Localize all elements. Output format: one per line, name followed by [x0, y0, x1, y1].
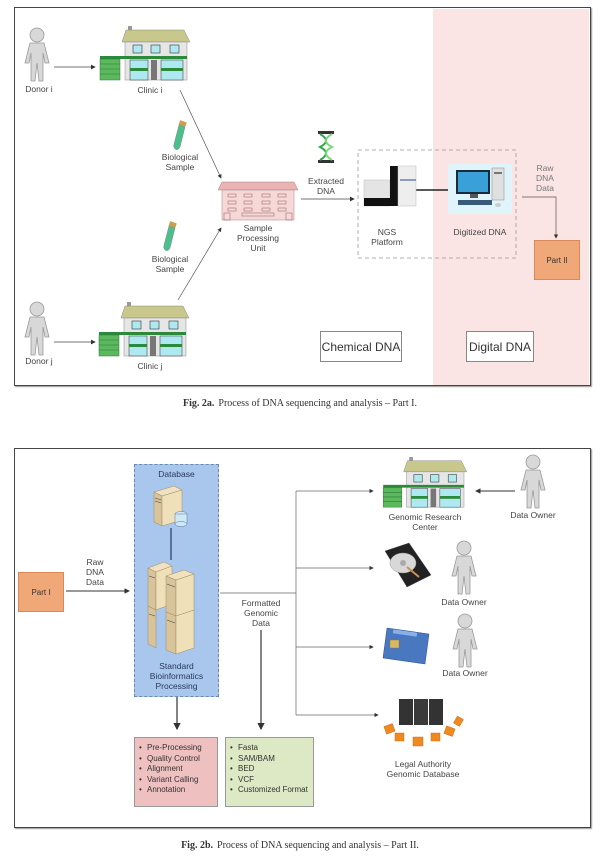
server-cluster-icon	[147, 561, 195, 655]
arrow-clinic-i-to-spu	[179, 89, 222, 179]
caption-fig-2b-text: Process of DNA sequencing and analysis –…	[217, 840, 419, 851]
processing-step: Alignment	[139, 764, 213, 775]
label-data-owner-1: Data Owner	[510, 510, 556, 520]
processing-steps-box: Pre-Processing Quality Control Alignment…	[134, 737, 218, 807]
part-ii-box[interactable]: Part II	[534, 240, 580, 280]
label-donor-j: Donor j	[25, 356, 53, 366]
caption-fig-2a-label: Fig. 2a.	[183, 398, 215, 409]
database-server-icon	[153, 485, 188, 527]
processing-step: Pre-Processing	[139, 743, 213, 754]
caption-fig-2a-text: Process of DNA sequencing and analysis –…	[218, 398, 417, 409]
legal-database-servers-icon	[383, 699, 464, 747]
chemical-dna-label: Chemical DNA	[320, 331, 402, 362]
caption-fig-2b-label: Fig. 2b.	[181, 840, 214, 851]
arrow-clinic-j-to-spu	[177, 227, 222, 301]
label-genomic-research-center: Genomic Research Center	[388, 512, 462, 532]
label-standard-bioinformatics-processing: Standard Bioinformatics Processing	[149, 661, 204, 691]
label-legal-authority: Legal Authority Genomic Database	[386, 759, 460, 779]
label-formatted-genomic-data: Formatted Genomic Data	[241, 598, 281, 628]
formats-box: Fasta SAM/BAM BED VCF Customized Format	[225, 737, 314, 807]
label-data-owner-2: Data Owner	[441, 597, 487, 607]
format-item: VCF	[230, 775, 309, 786]
ngs-sequencer-icon	[363, 165, 417, 207]
person-icon-data-owner-1	[520, 454, 546, 509]
format-item: Customized Format	[230, 785, 309, 796]
dna-helix-icon	[317, 131, 335, 163]
digital-dna-label: Digital DNA	[466, 331, 534, 362]
part-i-box[interactable]: Part I	[18, 572, 64, 612]
processing-steps-list: Pre-Processing Quality Control Alignment…	[139, 743, 213, 796]
smart-card-icon	[382, 627, 430, 665]
computer-icon	[448, 164, 512, 214]
label-biological-sample-2: Biological Sample	[151, 254, 189, 274]
figure-2a-connectors	[54, 64, 559, 345]
sequencing-dashed-box	[357, 149, 517, 259]
hard-drive-icon	[384, 542, 432, 588]
label-biological-sample-1: Biological Sample	[161, 152, 199, 172]
person-icon-donor-j	[24, 301, 50, 356]
format-item: Fasta	[230, 743, 309, 754]
format-item: SAM/BAM	[230, 754, 309, 765]
person-icon-donor-i	[24, 27, 50, 82]
label-raw-dna-data-b: Raw DNA Data	[86, 557, 104, 587]
test-tube-icon-1	[173, 120, 187, 150]
person-icon-data-owner-2	[451, 540, 477, 595]
label-clinic-i: Clinic i	[137, 85, 163, 95]
label-clinic-j: Clinic j	[137, 361, 163, 371]
caption-fig-2b: Fig. 2b.Process of DNA sequencing and an…	[0, 840, 600, 851]
formats-list: Fasta SAM/BAM BED VCF Customized Format	[230, 743, 309, 796]
processing-step: Annotation	[139, 785, 213, 796]
clinic-building-icon-i	[99, 26, 191, 81]
clinic-building-icon-j	[98, 302, 190, 357]
label-digitized-dna: Digitized DNA	[453, 227, 507, 237]
format-item: BED	[230, 764, 309, 775]
processing-step: Quality Control	[139, 754, 213, 765]
label-ngs-platform: NGS Platform	[371, 227, 403, 247]
arrow-raw-data-to-part-ii	[522, 196, 559, 239]
sample-processing-building-icon	[217, 181, 299, 221]
caption-fig-2a: Fig. 2a.Process of DNA sequencing and an…	[0, 398, 600, 409]
label-data-owner-3: Data Owner	[442, 668, 488, 678]
processing-step: Variant Calling	[139, 775, 213, 786]
label-database: Database	[158, 469, 195, 479]
label-extracted-dna: Extracted DNA	[308, 176, 344, 196]
test-tube-icon-2	[163, 221, 177, 251]
label-donor-i: Donor i	[25, 84, 53, 94]
person-icon-data-owner-3	[452, 613, 478, 668]
label-raw-dna-data-a: Raw DNA Data	[536, 163, 554, 193]
label-sample-processing-unit: Sample Processing Unit	[236, 223, 280, 253]
research-center-building-icon	[382, 457, 468, 508]
